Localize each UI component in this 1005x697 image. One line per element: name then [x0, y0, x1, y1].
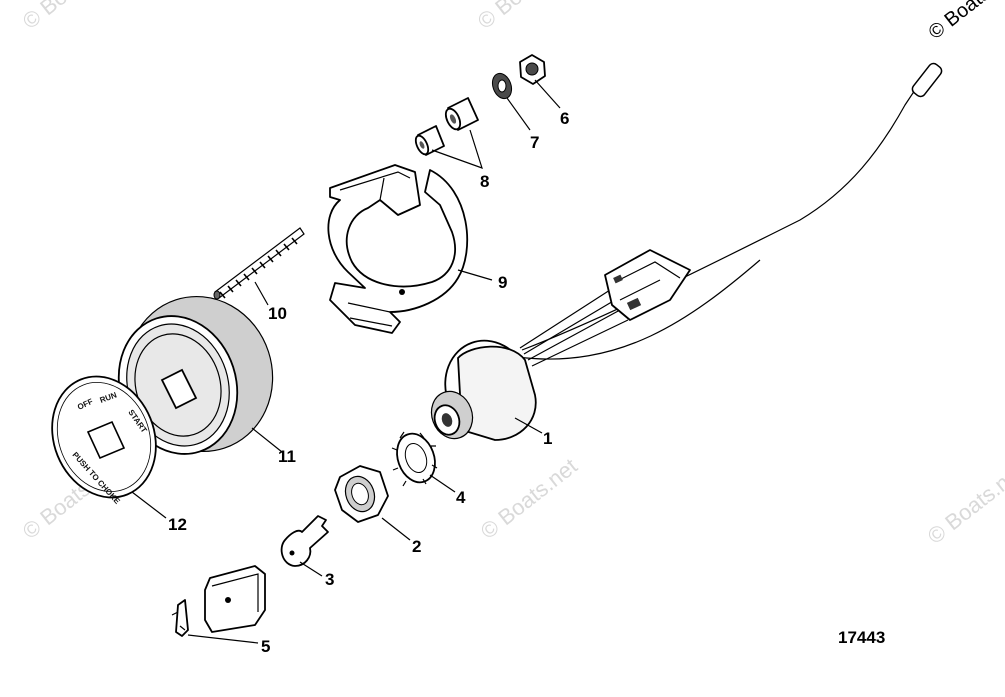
drawing-number: 17443: [838, 628, 885, 647]
watermark: © Boats.net: [18, 0, 124, 34]
hex-nut-part-2: [334, 465, 389, 523]
watermark: © Boats.net: [473, 0, 579, 34]
callout-6: 6: [560, 109, 569, 128]
leader-lines: [131, 79, 561, 644]
callouts: 1 2 3 4 5 6 7 8 9 10 11 12: [168, 109, 569, 656]
lock-washer-part-4: [391, 431, 438, 487]
callout-8: 8: [480, 172, 489, 191]
callout-12: 12: [168, 515, 187, 534]
callout-5: 5: [261, 637, 270, 656]
bushing-part-8: [414, 97, 479, 156]
callout-4: 4: [456, 488, 466, 507]
callout-7: 7: [530, 133, 539, 152]
callout-10: 10: [268, 304, 287, 323]
callout-2: 2: [412, 537, 421, 556]
bracket-part-9: [327, 164, 469, 334]
harness-connector: [604, 249, 691, 321]
ignition-switch-part-1: [430, 62, 943, 441]
washer-part-7: [491, 72, 513, 100]
stud-part-10: [213, 227, 305, 300]
watermark: © Boats.net: [923, 458, 1005, 549]
callout-3: 3: [325, 570, 334, 589]
nut-part-6: [519, 54, 546, 85]
watermarks: © Boats.net © Boats.net © Boats.net © Bo…: [18, 0, 1005, 549]
callout-1: 1: [543, 429, 552, 448]
retainer-plate-part-5: [171, 565, 266, 637]
key-part-3: [280, 515, 329, 567]
callout-11: 11: [278, 447, 296, 466]
watermark: © Boats.net: [925, 0, 1005, 44]
callout-9: 9: [498, 273, 507, 292]
watermark: © Boats.net: [476, 453, 582, 544]
